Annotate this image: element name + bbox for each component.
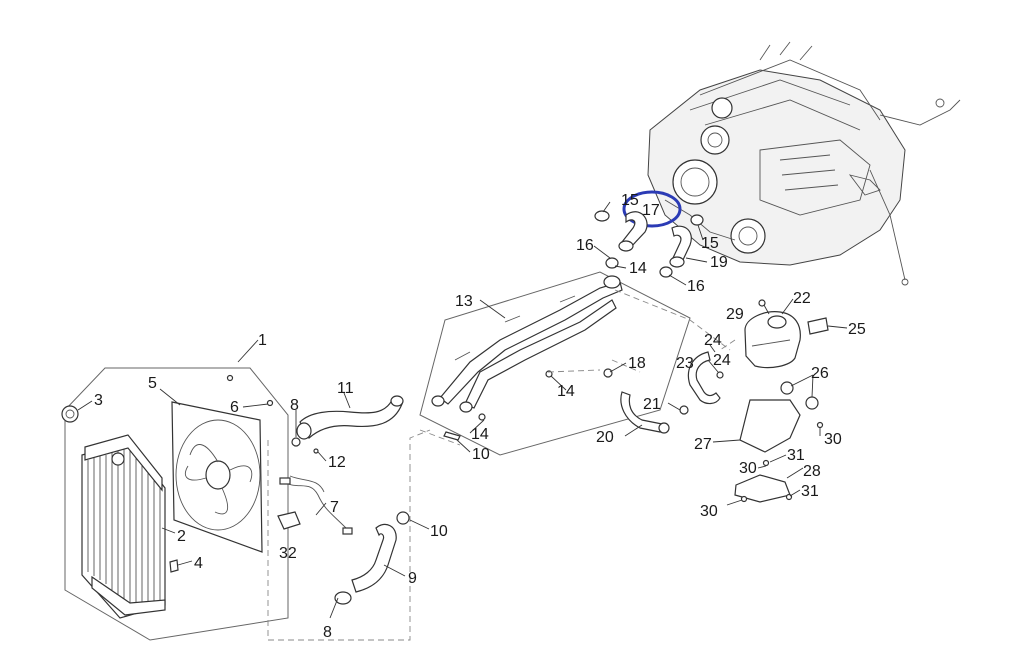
callout-9: 9	[408, 570, 417, 587]
callout-25: 25	[848, 321, 866, 338]
callout-11: 11	[337, 380, 354, 397]
callout-4: 4	[194, 555, 203, 572]
callout-31-upper: 31	[787, 447, 805, 464]
assembly-lines	[267, 289, 736, 641]
callout-2: 2	[177, 528, 186, 545]
callout-13: 13	[455, 293, 473, 310]
callout-31-lower: 31	[801, 483, 819, 500]
callout-21: 21	[643, 396, 661, 413]
callout-24-lower: 24	[713, 352, 731, 369]
lower-radiator-hose	[334, 511, 410, 605]
callout-24-upper: 24	[704, 332, 722, 349]
callout-28: 28	[803, 463, 821, 480]
callout-15-left: 15	[621, 192, 639, 209]
callout-16-right: 16	[687, 278, 705, 295]
radiator-assembly	[61, 367, 289, 641]
callout-22: 22	[793, 290, 811, 307]
upper-radiator-hose	[296, 395, 404, 440]
callout-14-top: 14	[629, 260, 647, 277]
callout-26: 26	[811, 365, 829, 382]
callout-labels: 1 2 3 4 5 6 7 8 8 9 10 10 11 12 13 14 14…	[94, 192, 866, 641]
wiring-harness	[277, 437, 353, 535]
callout-18: 18	[628, 355, 646, 372]
callout-12: 12	[328, 454, 346, 471]
callout-5: 5	[148, 375, 157, 392]
callout-16-left: 16	[576, 237, 594, 254]
callout-6: 6	[230, 399, 239, 416]
callout-30-mid: 30	[739, 460, 757, 477]
highlight-ring	[622, 190, 682, 228]
upper-hoses	[594, 210, 704, 278]
callout-14-mid: 14	[557, 383, 575, 400]
callout-30-left: 30	[700, 503, 718, 520]
callout-7: 7	[330, 499, 339, 516]
callout-30-right: 30	[824, 431, 842, 448]
callout-8-lower: 8	[323, 624, 332, 641]
callout-14-left: 14	[471, 426, 489, 443]
callout-32: 32	[279, 545, 297, 562]
callout-3: 3	[94, 392, 103, 409]
callout-23: 23	[676, 355, 694, 372]
engine-assembly	[647, 41, 961, 286]
water-pipe-assembly	[419, 271, 691, 456]
callout-10-lower: 10	[430, 523, 448, 540]
clip-part	[443, 431, 461, 441]
callout-8-upper: 8	[290, 397, 299, 414]
coolant-reservoir	[734, 299, 829, 503]
callout-1: 1	[258, 332, 267, 349]
reservoir-hoses	[603, 351, 724, 434]
callout-29: 29	[726, 306, 744, 323]
callout-17: 17	[642, 202, 660, 219]
callout-15-right: 15	[701, 235, 719, 252]
callout-27: 27	[694, 436, 712, 453]
callout-20: 20	[596, 429, 614, 446]
callout-19: 19	[710, 254, 728, 271]
callout-10-upper: 10	[472, 446, 490, 463]
leader-lines	[77, 201, 848, 619]
fan-shroud	[171, 401, 263, 553]
